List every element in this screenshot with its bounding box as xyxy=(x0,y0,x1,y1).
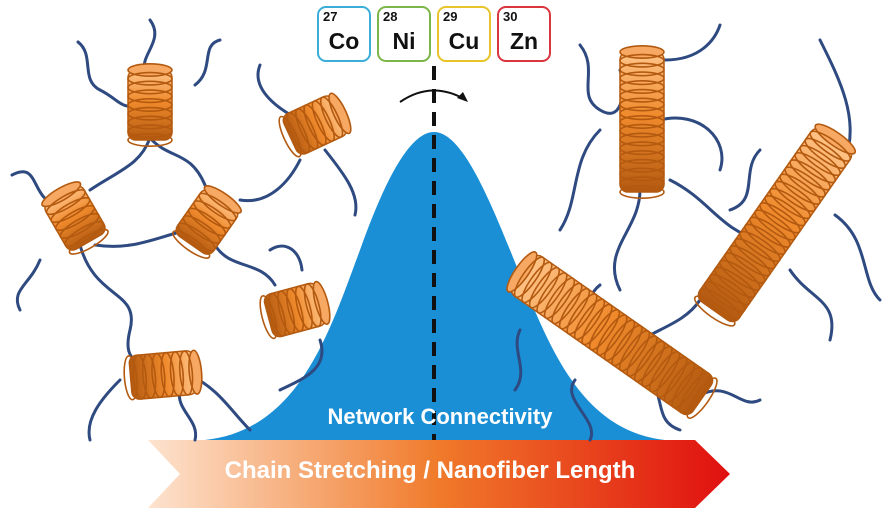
polymer-chain xyxy=(570,378,594,442)
element-symbol: Zn xyxy=(509,28,539,54)
atomic-number: 29 xyxy=(443,9,458,24)
element-tile-ni: 28 Ni xyxy=(377,6,431,62)
polymer-chain xyxy=(142,18,157,72)
polymer-chain xyxy=(513,328,523,392)
polymer-chain xyxy=(93,230,182,248)
polymer-chain xyxy=(578,43,625,115)
helical-nanofibers xyxy=(41,45,857,419)
helical-coil xyxy=(619,45,665,199)
element-tile-cu: 29 Cu xyxy=(437,6,491,62)
polymer-chain xyxy=(613,188,642,292)
polymer-chain xyxy=(663,23,722,62)
chain-stretching-label: Chain Stretching / Nanofiber Length xyxy=(224,457,636,484)
polymer-chains xyxy=(10,18,882,442)
polymer-chain xyxy=(238,158,302,203)
polymer-chain xyxy=(15,258,42,312)
polymer-chain xyxy=(278,338,324,392)
polymer-chain xyxy=(558,128,602,232)
polymer-chain xyxy=(788,268,834,342)
polymer-chain xyxy=(323,148,358,217)
polymer-chain xyxy=(76,40,142,108)
polymer-chain xyxy=(87,378,122,442)
element-tile-zn: 30 Zn xyxy=(497,6,551,62)
element-symbol: Ni xyxy=(392,28,416,54)
polymer-chain xyxy=(177,388,198,442)
atomic-number: 30 xyxy=(503,9,518,24)
polymer-chain xyxy=(833,213,882,302)
element-tile-co: 27 Co xyxy=(317,6,371,62)
helical-coil xyxy=(506,251,718,419)
polymer-chain xyxy=(698,389,762,404)
helical-coil xyxy=(41,181,109,255)
atomic-number: 27 xyxy=(323,9,338,24)
element-symbol: Cu xyxy=(448,28,480,54)
helical-coil xyxy=(693,123,857,327)
helical-coil xyxy=(123,349,203,401)
polymer-chain xyxy=(658,116,724,172)
atomic-number: 28 xyxy=(383,9,398,24)
stretching-arrow xyxy=(148,440,730,508)
curved-arrow-icon xyxy=(399,89,468,103)
polymer-chain xyxy=(193,38,222,87)
polymer-chain xyxy=(728,148,762,212)
polymer-chain xyxy=(268,244,304,272)
network-connectivity-label: Network Connectivity xyxy=(327,404,553,429)
helical-coil xyxy=(172,185,242,259)
helical-coil xyxy=(259,280,331,340)
polymer-chain xyxy=(148,136,207,187)
helical-coil xyxy=(127,63,173,147)
polymer-chain xyxy=(213,243,277,287)
helical-coil xyxy=(278,92,352,158)
element-symbol: Co xyxy=(328,28,360,54)
polymer-chain xyxy=(78,243,157,374)
